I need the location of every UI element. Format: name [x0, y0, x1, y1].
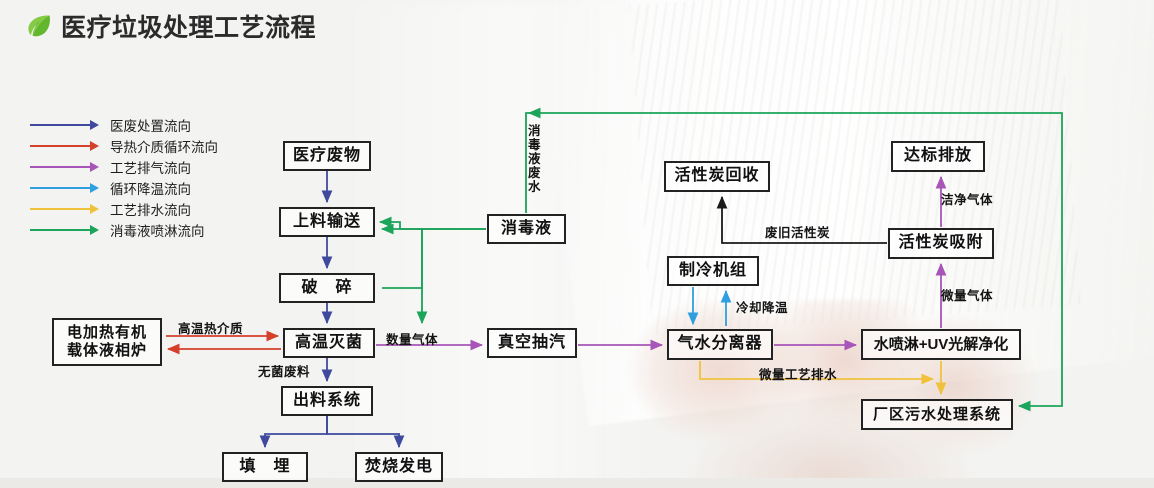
node-landfill[interactable]: 填 埋	[222, 452, 308, 482]
edge-disinfectant-to-sterilize	[416, 228, 486, 325]
node-electric-heater[interactable]: 电加热有机 载体液相炉	[52, 318, 162, 366]
node-carbon-adsorption[interactable]: 活性炭吸附	[888, 228, 994, 259]
node-disinfectant[interactable]: 消毒液	[487, 214, 566, 244]
edge-discharge-to-incineration	[326, 416, 405, 449]
leaf-icon	[28, 15, 50, 37]
node-refrigeration-unit[interactable]: 制冷机组	[667, 256, 759, 286]
legend-label: 导热介质循环流向	[110, 139, 218, 155]
edge-label-trace-process-drain: 微量工艺排水	[759, 368, 838, 382]
legend-label: 工艺排水流向	[110, 202, 191, 218]
edge-label-quantity-gas: 数量气体	[386, 333, 439, 347]
page-header: 医疗垃圾处理工艺流程	[26, 8, 316, 44]
legend-item-waste-flow: 医废处置流向	[30, 114, 218, 135]
node-feeding-conveyor[interactable]: 上料输送	[279, 207, 375, 237]
node-crusher[interactable]: 破 碎	[279, 273, 375, 303]
edge-label-sterile-waste: 无菌废料	[258, 365, 311, 379]
node-high-temp-sterilize[interactable]: 高温灭菌	[283, 328, 375, 358]
legend-item-process-drain: 工艺排水流向	[30, 198, 218, 219]
edge-label-high-temp-medium: 高温热介质	[178, 322, 244, 336]
legend-label: 循环降温流向	[110, 181, 191, 197]
edge-disinfectant-branch	[382, 229, 423, 289]
edge-label-trace-gas: 微量气体	[941, 289, 994, 303]
legend-item-cooling-cycle: 循环降温流向	[30, 177, 218, 198]
legend-arrow-icon	[30, 119, 102, 130]
node-gas-water-separator[interactable]: 气水分离器	[667, 329, 773, 360]
page-title: 医疗垃圾处理工艺流程	[61, 14, 317, 42]
node-compliant-emission[interactable]: 达标排放	[891, 141, 985, 172]
node-incineration-power[interactable]: 焚烧发电	[355, 452, 443, 482]
legend: 医废处置流向 导热介质循环流向 工艺排气流向 循环降温流向 工艺排水流向 消毒液…	[30, 114, 218, 240]
edge-label-disinfectant-waste-water: 消毒液废水	[528, 124, 541, 194]
node-vacuum-extraction[interactable]: 真空抽汽	[487, 328, 577, 358]
edge-disinfectant-to-feeding	[378, 216, 486, 230]
node-plant-sewage-system[interactable]: 厂区污水处理系统	[861, 399, 1013, 430]
edge-label-clean-gas: 洁净气体	[941, 193, 994, 207]
legend-item-disinfectant-spray: 消毒液喷淋流向	[30, 219, 218, 240]
legend-label: 消毒液喷淋流向	[110, 223, 205, 239]
legend-arrow-icon	[30, 224, 102, 235]
legend-item-process-exhaust: 工艺排气流向	[30, 156, 218, 177]
node-medical-waste[interactable]: 医疗废物	[283, 141, 371, 171]
edge-label-spent-activated-carbon: 废旧活性炭	[765, 226, 831, 240]
legend-label: 医废处置流向	[110, 118, 191, 134]
legend-item-heat-medium: 导热介质循环流向	[30, 135, 218, 156]
legend-arrow-icon	[30, 182, 102, 193]
legend-label: 工艺排气流向	[110, 160, 191, 176]
node-discharge-system[interactable]: 出料系统	[281, 386, 373, 416]
node-carbon-recovery[interactable]: 活性炭回收	[664, 161, 770, 192]
node-spray-uv-purify[interactable]: 水喷淋+UV光解净化	[861, 329, 1021, 360]
edge-discharge-to-landfill	[259, 416, 328, 449]
edge-label-cooling-down: 冷却降温	[736, 301, 789, 315]
legend-arrow-icon	[30, 161, 102, 172]
legend-arrow-icon	[30, 203, 102, 214]
legend-arrow-icon	[30, 140, 102, 151]
